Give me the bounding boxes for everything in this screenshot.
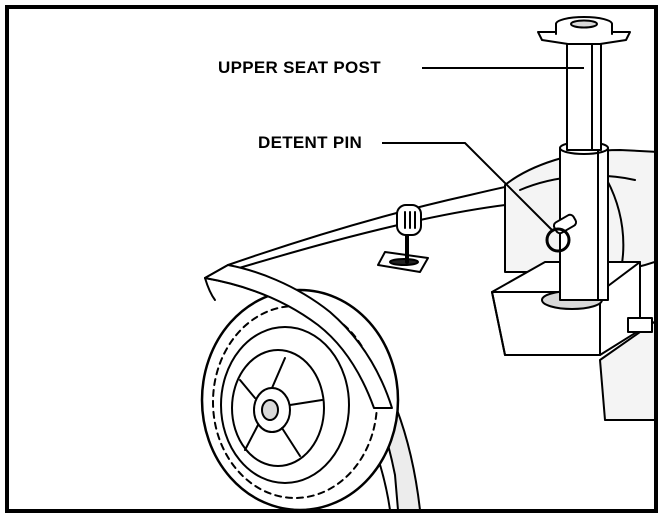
fender-lip [204,277,216,301]
diagram-border [5,5,658,513]
post-cap-bore [570,19,598,29]
post-cap-flange [537,31,631,45]
detent-pin-label: DETENT PIN [258,133,363,152]
upper-seat-post-label: UPPER SEAT POST [218,58,381,77]
detent-pin-ring [545,227,571,253]
axle-cap [261,399,279,421]
detent-pin-leader [382,142,553,231]
post-cap-neck [556,24,612,34]
lever-slot-hole [389,258,419,266]
socket-front-face [491,291,506,356]
rim-spokes [239,357,323,457]
tray-slot [627,317,653,333]
